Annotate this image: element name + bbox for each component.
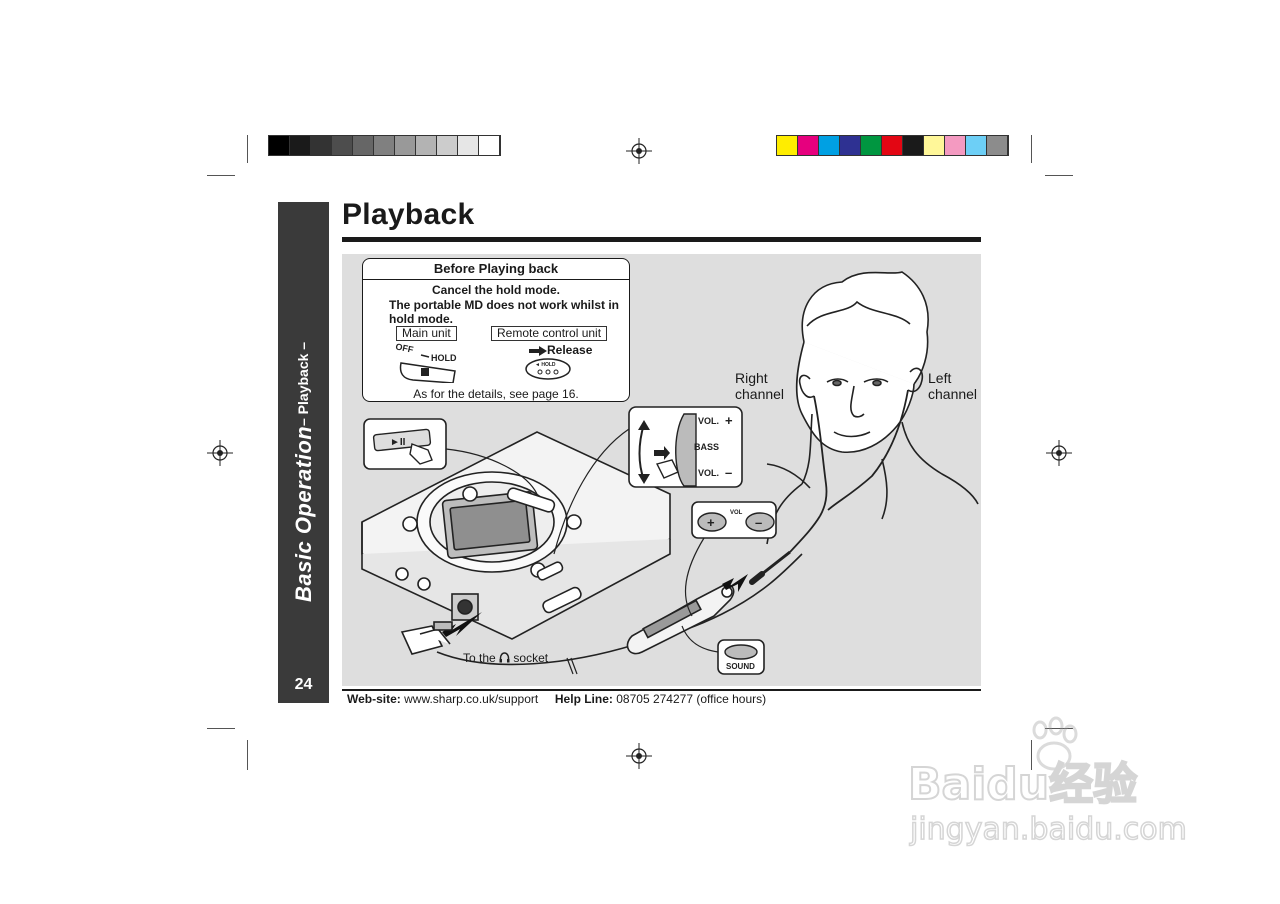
headphone-icon bbox=[499, 652, 510, 663]
remote-hold-label: ◄ HOLD bbox=[535, 362, 556, 368]
gray-swatch bbox=[437, 136, 458, 155]
remote-vol-label: VOL bbox=[730, 510, 743, 516]
hold-switch-main-unit: OFF HOLD bbox=[393, 341, 463, 383]
gray-swatch bbox=[353, 136, 374, 155]
release-label: Release bbox=[547, 343, 592, 357]
cancel-hold-text: Cancel the hold mode. bbox=[363, 283, 629, 297]
left-channel-label: Left channel bbox=[928, 370, 988, 402]
crop-mark bbox=[1045, 175, 1073, 176]
color-swatch bbox=[903, 136, 924, 155]
gray-swatch bbox=[332, 136, 353, 155]
registration-target-top bbox=[626, 138, 652, 164]
side-chapter-title: Basic Operation – Playback – bbox=[282, 322, 326, 622]
registration-target-left bbox=[207, 440, 233, 466]
footer-rule bbox=[342, 689, 981, 691]
color-swatch bbox=[966, 136, 987, 155]
listener-head-illustration bbox=[767, 272, 978, 544]
color-swatch bbox=[924, 136, 945, 155]
remote-arrow bbox=[722, 574, 748, 592]
gray-swatch bbox=[479, 136, 500, 155]
color-swatch bbox=[798, 136, 819, 155]
gray-swatch bbox=[269, 136, 290, 155]
helpline-label: Help Line: bbox=[555, 692, 613, 706]
socket-label-prefix: To the bbox=[463, 651, 496, 665]
gray-swatch bbox=[416, 136, 437, 155]
color-swatch bbox=[861, 136, 882, 155]
website-url: www.sharp.co.uk/support bbox=[404, 692, 538, 706]
right-channel-label: Right channel bbox=[735, 370, 795, 402]
watermark-brand: Baidu经验 bbox=[908, 748, 1137, 812]
color-swatch bbox=[987, 136, 1008, 155]
hold-mode-warning: The portable MD does not work whilst in … bbox=[389, 298, 619, 326]
gray-swatch bbox=[290, 136, 311, 155]
gray-swatch bbox=[395, 136, 416, 155]
vol-plus-sign: + bbox=[725, 413, 733, 428]
crop-mark bbox=[247, 740, 248, 770]
before-playing-box: Before Playing back Cancel the hold mode… bbox=[362, 258, 630, 402]
crop-mark bbox=[247, 135, 248, 163]
gray-swatch bbox=[458, 136, 479, 155]
color-swatch bbox=[945, 136, 966, 155]
gray-swatch bbox=[311, 136, 332, 155]
details-note: As for the details, see page 16. bbox=[363, 387, 629, 401]
process-color-calibration-bar bbox=[776, 135, 1009, 156]
vol-minus-label: VOL. bbox=[698, 468, 719, 478]
crop-mark bbox=[207, 728, 235, 729]
socket-label-suffix: socket bbox=[513, 651, 548, 665]
page-title: Playback bbox=[342, 198, 475, 232]
color-swatch bbox=[882, 136, 903, 155]
release-arrow-icon bbox=[529, 346, 547, 356]
vol-plus-label: VOL. bbox=[698, 416, 719, 426]
switch-off-label: OFF bbox=[395, 341, 415, 355]
sound-label: SOUND bbox=[726, 662, 755, 671]
headphone-plug bbox=[402, 622, 452, 654]
side-title-sub: – Playback – bbox=[295, 342, 311, 426]
page-number: 24 bbox=[278, 676, 329, 694]
grayscale-calibration-bar bbox=[268, 135, 501, 156]
website-label: Web-site: bbox=[347, 692, 401, 706]
socket-label: To the socket bbox=[463, 651, 548, 665]
svg-text:►II: ►II bbox=[390, 437, 406, 448]
sound-button-callout: SOUND bbox=[682, 626, 764, 674]
watermark-url: jingyan.baidu.com bbox=[910, 812, 1187, 847]
color-swatch bbox=[777, 136, 798, 155]
footer: Web-site: www.sharp.co.uk/support Help L… bbox=[347, 692, 766, 706]
helpline-number: 08705 274277 (office hours) bbox=[616, 692, 766, 706]
remote-vol-plus-sign: + bbox=[707, 515, 715, 530]
heading-rule bbox=[342, 237, 981, 242]
side-title-main: Basic Operation bbox=[291, 426, 317, 602]
remote-vol-minus-sign: – bbox=[755, 515, 762, 530]
crop-mark bbox=[207, 175, 235, 176]
registration-target-bottom bbox=[626, 743, 652, 769]
main-unit-label: Main unit bbox=[396, 326, 457, 341]
before-playing-title: Before Playing back bbox=[363, 259, 629, 280]
side-chapter-tab: Basic Operation – Playback – 24 bbox=[278, 202, 329, 703]
color-swatch bbox=[840, 136, 861, 155]
hold-switch-remote: ◄ HOLD bbox=[525, 357, 571, 381]
vol-minus-sign: – bbox=[725, 465, 732, 480]
crop-mark bbox=[1031, 135, 1032, 163]
registration-target-right bbox=[1046, 440, 1072, 466]
bass-label: BASS bbox=[694, 442, 719, 452]
color-swatch bbox=[819, 136, 840, 155]
gray-swatch bbox=[374, 136, 395, 155]
switch-hold-label: HOLD bbox=[431, 353, 457, 363]
remote-unit-label: Remote control unit bbox=[491, 326, 607, 341]
